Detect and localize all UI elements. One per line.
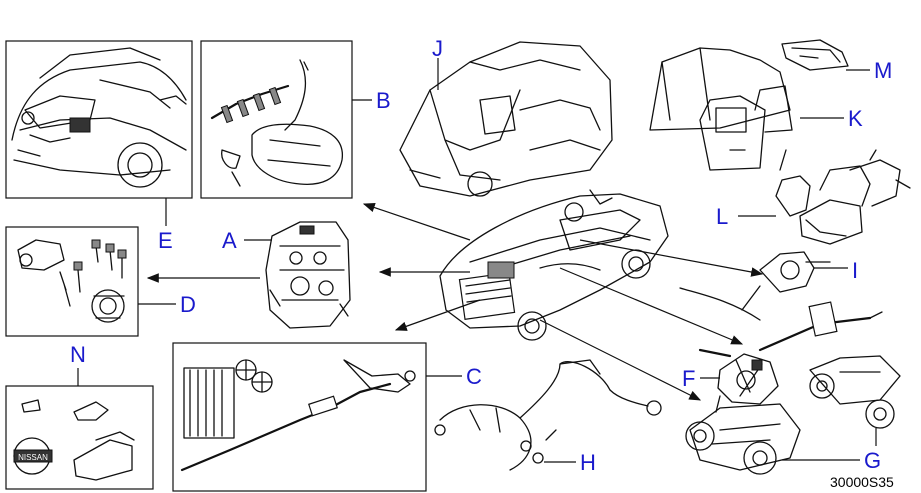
label-d[interactable]: D (180, 292, 196, 317)
part-k-doors[interactable] (649, 47, 793, 171)
label-h[interactable]: H (580, 450, 596, 475)
part-l-seats[interactable] (775, 149, 911, 245)
part-rear-suspension[interactable] (809, 355, 901, 429)
label-n[interactable]: N (70, 342, 86, 367)
label-b[interactable]: B (376, 88, 391, 113)
label-f[interactable]: F (682, 366, 695, 391)
part-drive-shafts[interactable] (698, 301, 883, 358)
label-k[interactable]: K (848, 106, 863, 131)
label-c[interactable]: C (466, 364, 482, 389)
part-f-transaxle[interactable] (717, 353, 779, 405)
label-m[interactable]: M (874, 58, 892, 83)
panel-e-front-body[interactable] (5, 40, 193, 199)
panel-c-cooling-exhaust[interactable] (172, 342, 427, 492)
center-vehicle-chassis[interactable] (439, 189, 669, 341)
panel-d-electrical[interactable] (5, 226, 139, 337)
panel-b-fuel-system[interactable] (200, 40, 353, 199)
part-a-engine[interactable] (265, 221, 351, 329)
label-i[interactable]: I (852, 258, 858, 283)
label-l[interactable]: L (716, 204, 728, 229)
label-e[interactable]: E (158, 228, 173, 253)
label-j[interactable]: J (432, 36, 443, 61)
part-i-rear-differential[interactable] (679, 251, 831, 321)
label-a[interactable]: A (222, 228, 237, 253)
label-g[interactable]: G (864, 448, 881, 473)
diagram-code: 30000S35 (830, 474, 894, 490)
part-h-wiring-harness[interactable] (434, 359, 662, 471)
nissan-logo-text: NISSAN (18, 453, 48, 462)
part-j-body-shell[interactable] (399, 41, 613, 197)
part-m-roof[interactable] (781, 39, 849, 71)
part-g-front-suspension[interactable] (685, 395, 801, 475)
panel-n-accessories[interactable]: NISSAN (5, 385, 154, 490)
